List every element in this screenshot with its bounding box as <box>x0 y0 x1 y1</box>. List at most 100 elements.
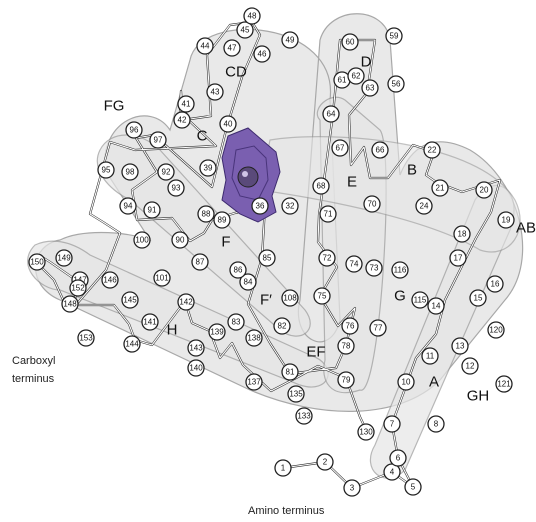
residue-number-label: 148 <box>63 300 77 309</box>
residue-148: 148 <box>62 296 78 312</box>
residue-18: 18 <box>454 226 470 242</box>
residue-number-label: 3 <box>350 484 355 493</box>
residue-43: 43 <box>207 84 223 100</box>
residue-49: 49 <box>282 32 298 48</box>
residue-70: 70 <box>364 196 380 212</box>
residue-number-label: 72 <box>323 254 332 263</box>
residue-8: 8 <box>428 416 444 432</box>
residue-number-label: 101 <box>155 274 169 283</box>
residue-32: 32 <box>282 198 298 214</box>
residue-number-label: 36 <box>256 202 265 211</box>
residue-97: 97 <box>150 132 166 148</box>
residue-92: 92 <box>158 164 174 180</box>
residue-150: 150 <box>29 254 45 270</box>
residue-number-label: 108 <box>283 294 297 303</box>
residue-number-label: 83 <box>232 318 241 327</box>
residue-number-label: 96 <box>130 126 139 135</box>
segment-label-G: G <box>394 288 406 305</box>
segment-label-A: A <box>429 374 439 391</box>
residue-number-label: 70 <box>368 200 377 209</box>
residue-number-label: 139 <box>210 328 224 337</box>
residue-number-label: 6 <box>396 454 401 463</box>
residue-42: 42 <box>174 112 190 128</box>
residue-2: 2 <box>317 454 333 470</box>
residue-44: 44 <box>197 38 213 54</box>
residue-number-label: 41 <box>182 100 191 109</box>
residue-78: 78 <box>338 338 354 354</box>
residue-135: 135 <box>288 386 304 402</box>
residue-number-label: 24 <box>420 202 429 211</box>
residue-number-label: 74 <box>350 260 359 269</box>
residue-7: 7 <box>384 416 400 432</box>
residue-68: 68 <box>313 178 329 194</box>
residue-number-label: 145 <box>123 296 137 305</box>
residue-number-label: 75 <box>318 292 327 301</box>
residue-number-label: 84 <box>244 278 253 287</box>
residue-46: 46 <box>254 46 270 62</box>
residue-17: 17 <box>450 250 466 266</box>
residue-number-label: 89 <box>218 216 227 225</box>
residue-number-label: 10 <box>402 378 411 387</box>
residue-number-label: 64 <box>327 110 336 119</box>
residue-139: 139 <box>209 324 225 340</box>
residue-number-label: 32 <box>286 202 295 211</box>
residue-93: 93 <box>168 180 184 196</box>
residue-140: 140 <box>188 360 204 376</box>
residue-81: 81 <box>282 364 298 380</box>
residue-number-label: 94 <box>124 202 133 211</box>
residue-15: 15 <box>470 290 486 306</box>
residue-60: 60 <box>342 34 358 50</box>
segment-label-FG: FG <box>104 98 125 115</box>
residue-143: 143 <box>188 340 204 356</box>
residue-number-label: 60 <box>346 38 355 47</box>
residue-number-label: 49 <box>286 36 295 45</box>
residue-96: 96 <box>126 122 142 138</box>
residue-number-label: 15 <box>474 294 483 303</box>
residue-number-label: 19 <box>502 216 511 225</box>
residue-79: 79 <box>338 372 354 388</box>
residue-11: 11 <box>422 348 438 364</box>
residue-number-label: 11 <box>426 352 435 361</box>
residue-number-label: 141 <box>143 318 157 327</box>
residue-141: 141 <box>142 314 158 330</box>
segment-label-C: C <box>197 128 208 145</box>
residue-number-label: 61 <box>338 76 347 85</box>
residue-number-label: 150 <box>30 258 44 267</box>
segment-label-B: B <box>407 162 417 179</box>
residue-number-label: 144 <box>125 340 139 349</box>
residue-number-label: 133 <box>297 412 311 421</box>
segment-label-F-prime: F′ <box>260 292 272 309</box>
residue-130: 130 <box>358 424 374 440</box>
residue-16: 16 <box>487 276 503 292</box>
residue-41: 41 <box>178 96 194 112</box>
residue-number-label: 21 <box>436 184 445 193</box>
residue-number-label: 43 <box>211 88 220 97</box>
residue-89: 89 <box>214 212 230 228</box>
residue-137: 137 <box>246 374 262 390</box>
residue-121: 121 <box>496 376 512 392</box>
segment-label-CD: CD <box>225 64 247 81</box>
residue-number-label: 78 <box>342 342 351 351</box>
residue-21: 21 <box>432 180 448 196</box>
residue-number-label: 56 <box>392 80 401 89</box>
residue-number-label: 48 <box>248 12 257 21</box>
residue-number-label: 14 <box>432 302 441 311</box>
residue-146: 146 <box>102 272 118 288</box>
residue-number-label: 100 <box>135 236 149 245</box>
residue-number-label: 4 <box>390 468 395 477</box>
residue-number-label: 120 <box>489 326 503 335</box>
residue-56: 56 <box>388 76 404 92</box>
residue-91: 91 <box>144 202 160 218</box>
residue-number-label: 63 <box>366 84 375 93</box>
residue-1: 1 <box>275 460 291 476</box>
residue-39: 39 <box>200 160 216 176</box>
residue-number-label: 79 <box>342 376 351 385</box>
residue-number-label: 135 <box>289 390 303 399</box>
residue-94: 94 <box>120 198 136 214</box>
segment-label-D: D <box>361 54 372 71</box>
residue-36: 36 <box>252 198 268 214</box>
residue-number-label: 45 <box>241 26 250 35</box>
residue-number-label: 22 <box>428 146 437 155</box>
residue-number-label: 95 <box>102 166 111 175</box>
residue-88: 88 <box>198 206 214 222</box>
